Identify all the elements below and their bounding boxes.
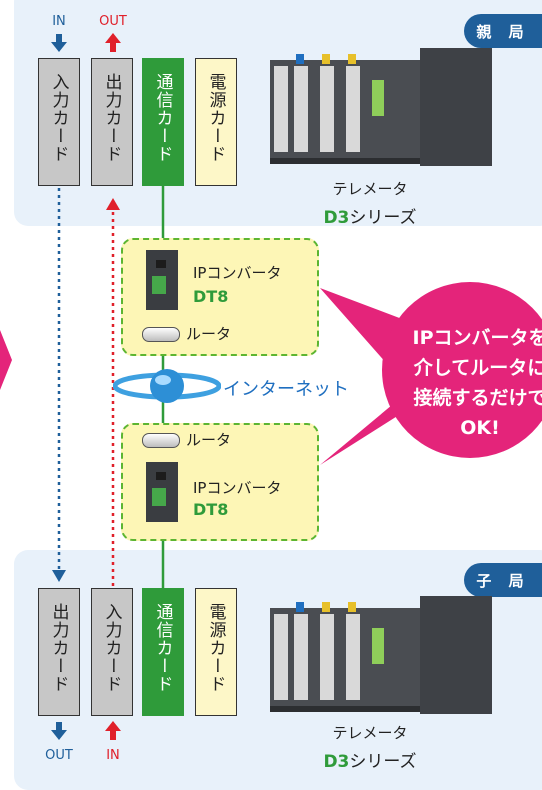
top-caption-line1: テレメータ [332, 180, 408, 198]
bottom-router-label: ルータ [186, 431, 232, 449]
bottom-comm-card: 通信カード [142, 588, 184, 716]
bottom-output-card: 出力カード [38, 588, 80, 716]
top-converter-title: IPコンバータ [193, 264, 282, 282]
top-router-label: ルータ [186, 325, 232, 343]
bottom-router-icon [142, 433, 180, 448]
top-comm-card: 通信カード [142, 58, 184, 186]
callout-bubble [320, 282, 542, 465]
top-telemeter-caption: テレメータ D3シリーズ [290, 178, 450, 228]
callout-text: IPコンバータを 介してルータに 接続するだけで OK! [412, 327, 542, 439]
internet-label: インターネット [223, 379, 349, 400]
bottom-converter-device-image [146, 462, 178, 522]
master-station-badge: 親 局 [464, 14, 542, 48]
bottom-converter-model: DT8 [193, 500, 229, 519]
bottom-caption-line1: テレメータ [332, 724, 408, 742]
left-arrow-tip [0, 330, 12, 390]
top-caption-line2: D3シリーズ [323, 208, 417, 228]
bottom-in-label: IN [106, 748, 120, 763]
top-in-label: IN [52, 14, 66, 29]
top-power-card: 電源カード [195, 58, 237, 186]
bottom-telemeter-device-image [270, 596, 492, 714]
top-converter-model: DT8 [193, 287, 229, 306]
top-out-label: OUT [99, 14, 127, 29]
internet-globe-icon [113, 369, 221, 403]
bottom-power-card: 電源カード [195, 588, 237, 716]
top-converter-device-image [146, 250, 178, 310]
top-telemeter-device-image [270, 48, 492, 166]
bottom-converter-title: IPコンバータ [193, 479, 282, 497]
top-input-card: 入力カード [38, 58, 80, 186]
bottom-input-card: 入力カード [91, 588, 133, 716]
bottom-telemeter-caption: テレメータ D3シリーズ [290, 722, 450, 772]
bottom-out-label: OUT [45, 748, 73, 763]
top-router-icon [142, 327, 180, 342]
slave-station-badge: 子 局 [464, 563, 542, 597]
top-output-card: 出力カード [91, 58, 133, 186]
